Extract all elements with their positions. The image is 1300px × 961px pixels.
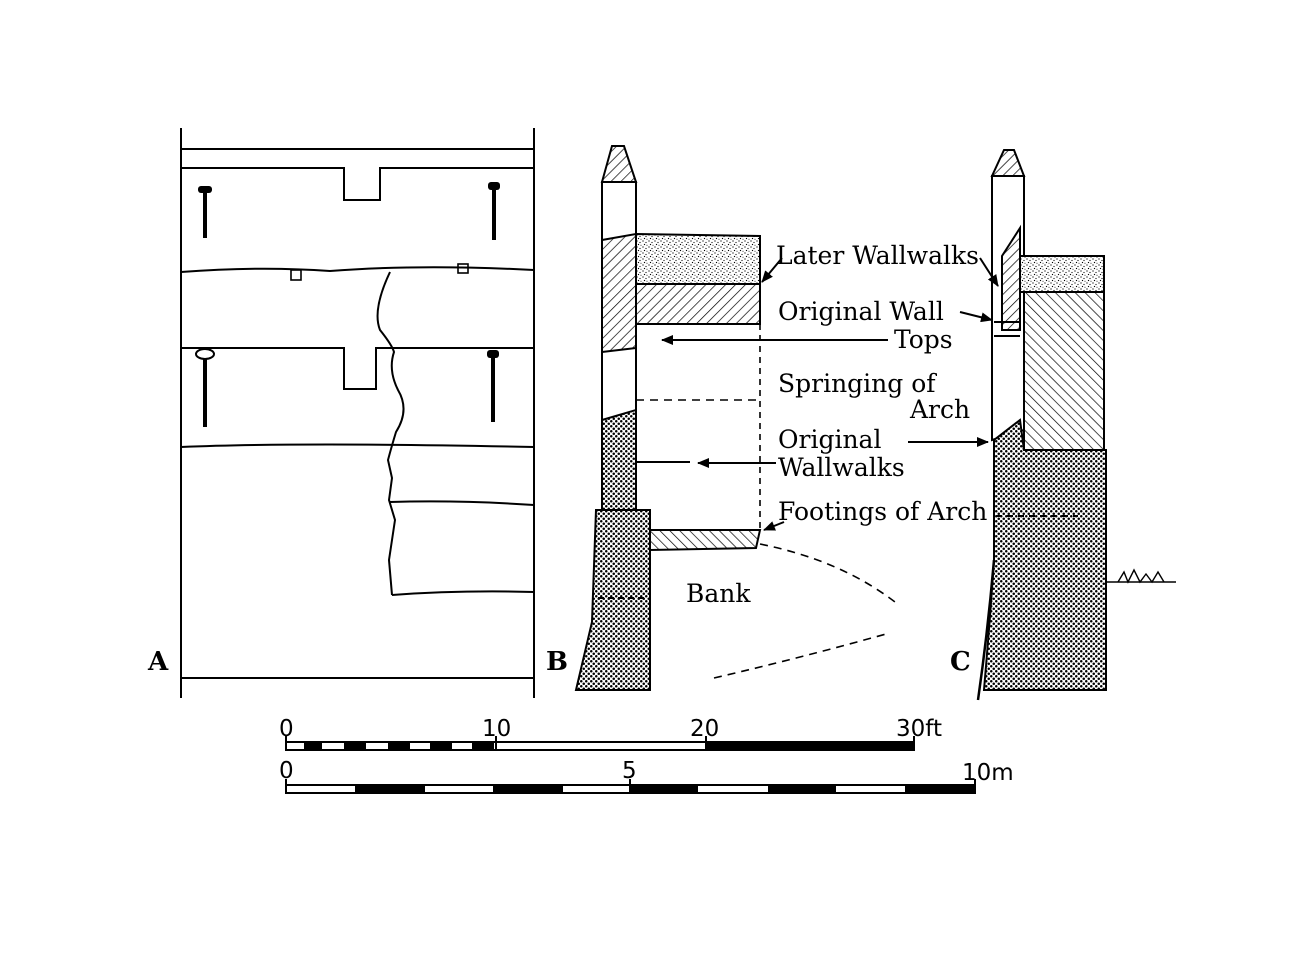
scale-m-tick-5: 5: [622, 758, 637, 784]
label-original: Original: [778, 425, 881, 454]
scale-m-tick-10: 10m: [962, 760, 1014, 786]
label-footings-of-arch: Footings of Arch: [778, 497, 987, 526]
annotation-labels: Later Wallwalks Original Wall Tops Sprin…: [776, 241, 987, 526]
annotation-arrows: [636, 257, 999, 531]
scale-bar-feet: 0 10 20 30ft: [279, 716, 942, 751]
scale-bar-metres: 0 5 10m: [279, 758, 1014, 794]
panel-c-section: [976, 149, 1176, 701]
panel-label-b: B: [546, 647, 568, 677]
panel-a-bolts: [195, 182, 500, 427]
label-springing-of: Springing of: [778, 369, 937, 398]
scale-ft-tick-0: 0: [279, 716, 294, 742]
scale-ft-tick-10: 10: [482, 716, 511, 742]
scale-ft-tick-30: 30ft: [896, 716, 942, 742]
label-tops: Tops: [894, 325, 953, 354]
panel-label-a: A: [147, 647, 169, 677]
panel-b-section: [574, 145, 896, 691]
label-arch: Arch: [909, 395, 970, 424]
panel-label-c: C: [950, 647, 971, 677]
scale-ft-tick-20: 20: [690, 716, 719, 742]
label-original-wall: Original Wall: [778, 297, 944, 326]
label-bank: Bank: [686, 579, 751, 608]
panel-a-elevation: [180, 128, 535, 698]
scale-m-tick-0: 0: [279, 758, 294, 784]
label-later-wallwalks: Later Wallwalks: [776, 241, 979, 270]
label-wallwalks: Wallwalks: [778, 453, 905, 482]
